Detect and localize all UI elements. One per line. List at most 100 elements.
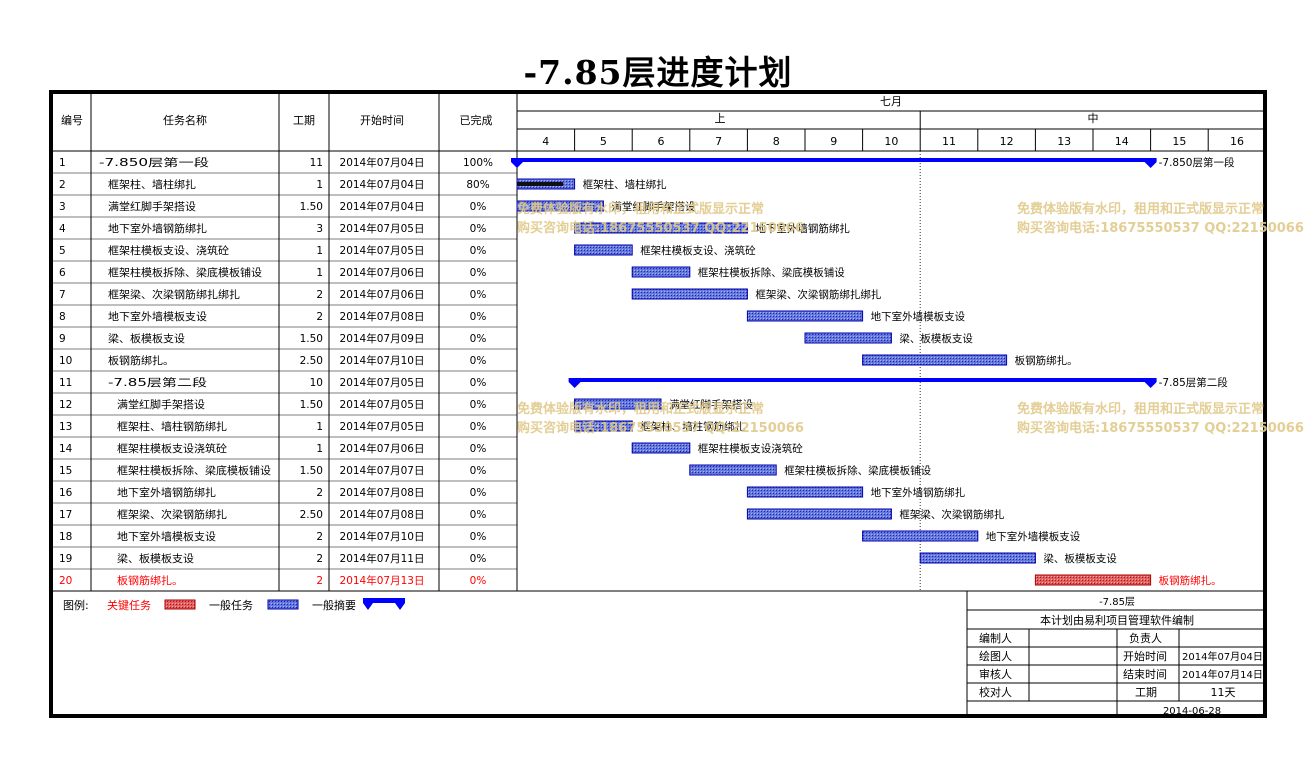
progress-bar [517, 182, 564, 186]
day-tick-label: 10 [884, 135, 898, 148]
task-start: 2014年07月05日 [340, 420, 425, 433]
task-bar [631, 266, 691, 278]
task-bar [631, 442, 691, 454]
task-done: 0% [470, 509, 487, 521]
task-done: 0% [470, 487, 487, 499]
day-tick-label: 14 [1115, 135, 1129, 148]
task-bar [746, 310, 864, 322]
task-name: 满堂红脚手架搭设 [117, 398, 206, 411]
task-bar [746, 508, 892, 520]
task-done: 0% [470, 201, 487, 213]
bar-label: 框架梁、次梁钢筋绑扎 [899, 508, 1004, 521]
bar-label: 框架柱、墙柱钢筋绑扎 [640, 420, 745, 433]
day-tick-label: 5 [600, 135, 607, 148]
task-name: 框架梁、次梁钢筋绑扎 [117, 508, 228, 521]
bar-label: 框架柱模板支设、浇筑砼 [640, 244, 756, 257]
task-name: 板钢筋绑扎。 [117, 574, 183, 587]
task-bar [574, 244, 633, 256]
info-note: 本计划由易利项目管理软件编制 [1040, 613, 1194, 627]
bar-label: -7.850层第一段 [1159, 156, 1235, 169]
task-name: 框架柱模板支设、浇筑砼 [108, 244, 230, 257]
task-no: 14 [59, 443, 73, 455]
task-start: 2014年07月10日 [340, 530, 425, 543]
task-duration: 1.50 [300, 333, 323, 345]
task-no: 7 [59, 289, 66, 301]
task-bar [689, 464, 777, 476]
chart-title: -7.85层进度计划 [523, 53, 793, 92]
gantt-bars: -7.850层第一段框架柱、墙柱绑扎满堂红脚手架搭设地下室外墙钢筋绑扎框架柱模板… [511, 156, 1235, 587]
task-done: 0% [470, 443, 487, 455]
task-done: 0% [470, 355, 487, 367]
task-start: 2014年07月11日 [340, 552, 425, 565]
task-no: 4 [59, 223, 66, 235]
task-done: 0% [470, 399, 487, 411]
task-bar [746, 486, 864, 498]
task-duration: 2 [316, 531, 323, 543]
bar-label: 梁、板模板支设 [1043, 552, 1117, 565]
task-bar [574, 398, 662, 410]
task-name: 地下室外墙模板支设 [117, 530, 217, 543]
task-duration: 1 [316, 179, 323, 191]
task-done: 0% [470, 311, 487, 323]
bar-label: 框架柱模板支设浇筑砼 [698, 442, 803, 455]
task-start: 2014年07月05日 [340, 244, 425, 257]
task-no: 16 [59, 487, 73, 499]
task-duration: 2 [316, 487, 323, 499]
task-no: 17 [59, 509, 72, 521]
bar-label: 满堂红脚手架搭设 [611, 200, 695, 213]
info-owner-label: 负责人 [1129, 631, 1162, 645]
legend-summary-swatch [363, 598, 405, 610]
grid-lines [53, 94, 1263, 592]
task-start: 2014年07月04日 [340, 178, 425, 191]
task-start: 2014年07月05日 [340, 398, 425, 411]
task-duration: 2 [316, 553, 323, 565]
legend-summary-label: 一般摘要 [312, 598, 356, 612]
day-tick-label: 13 [1057, 135, 1071, 148]
task-done: 0% [470, 267, 487, 279]
info-editor-label: 编制人 [979, 631, 1012, 645]
task-name: 满堂红脚手架搭设 [108, 200, 197, 213]
task-no: 2 [59, 179, 66, 191]
bar-label: 地下室外墙钢筋绑扎 [755, 222, 850, 235]
task-no: 13 [59, 421, 72, 433]
task-name: 框架柱、墙柱钢筋绑扎 [117, 420, 228, 433]
task-no: 15 [59, 465, 72, 477]
task-no: 11 [59, 377, 72, 389]
task-name: 板钢筋绑扎。 [108, 354, 174, 367]
task-start: 2014年07月10日 [340, 354, 425, 367]
task-duration: 2 [316, 575, 323, 587]
legend-normal-label: 一般任务 [209, 599, 253, 612]
task-start: 2014年07月06日 [340, 442, 425, 455]
task-duration: 10 [310, 377, 323, 389]
info-project: -7.85层 [1099, 596, 1135, 608]
task-start: 2014年07月13日 [340, 574, 425, 587]
bar-label: 梁、板模板支设 [899, 332, 973, 345]
task-duration: 2 [316, 289, 323, 301]
task-bar [804, 332, 892, 344]
task-start: 2014年07月08日 [340, 310, 425, 323]
task-done: 0% [470, 289, 487, 301]
bar-label: 地下室外墙模板支设 [986, 530, 1081, 543]
task-name: 框架柱模板支设浇筑砼 [117, 442, 228, 455]
summary-bar [511, 158, 1157, 168]
task-done: 0% [470, 333, 487, 345]
day-tick-label: 9 [830, 135, 837, 148]
task-start: 2014年07月07日 [340, 464, 425, 477]
info-block [966, 590, 1263, 714]
header-start: 开始时间 [360, 113, 404, 127]
task-no: 1 [59, 157, 66, 169]
info-duration-value: 11天 [1211, 686, 1236, 699]
bar-label: 地下室外墙钢筋绑扎 [871, 486, 966, 499]
task-duration: 11 [310, 157, 323, 169]
summary-bar [568, 378, 1157, 388]
info-end-label: 结束时间 [1123, 668, 1167, 681]
day-tick-label: 8 [773, 135, 780, 148]
task-done: 0% [470, 223, 487, 235]
task-done: 80% [466, 179, 489, 191]
task-duration: 2 [316, 311, 323, 323]
day-tick-label: 12 [1000, 135, 1014, 148]
task-no: 5 [59, 245, 66, 257]
task-no: 6 [59, 267, 66, 279]
task-duration: 2.50 [300, 355, 323, 367]
